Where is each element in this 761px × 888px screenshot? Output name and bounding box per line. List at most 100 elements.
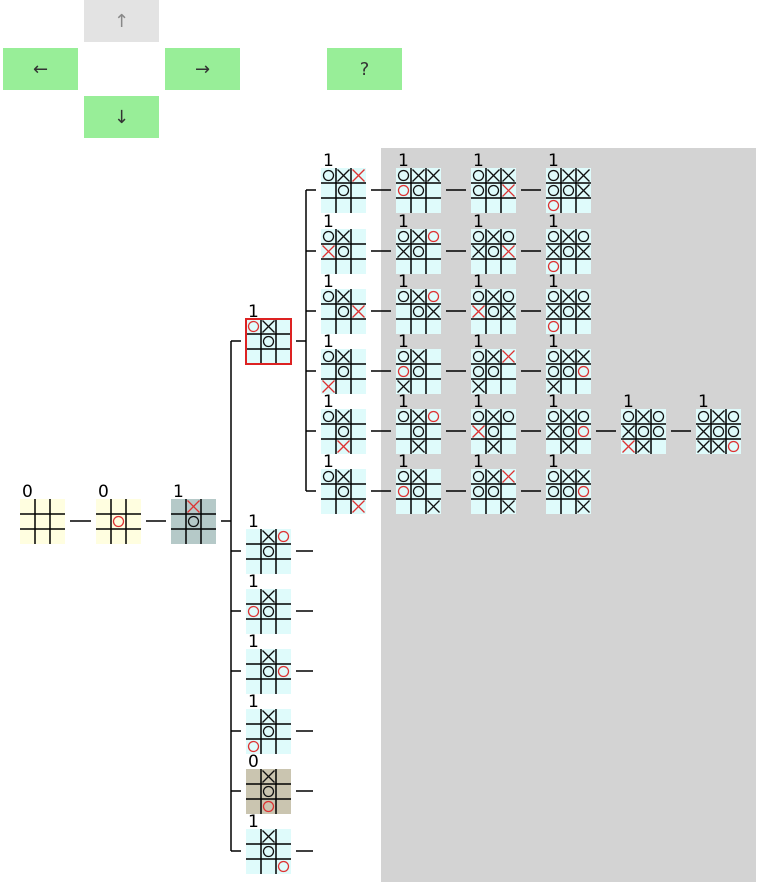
x-mark — [502, 184, 515, 197]
o-mark — [397, 410, 410, 423]
arrow-down-button[interactable]: ↓ — [84, 96, 159, 138]
arrow-up-button: ↑ — [84, 0, 159, 42]
arrow-left-button[interactable]: ← — [3, 48, 78, 90]
o-mark — [397, 290, 410, 303]
x-mark — [322, 245, 335, 258]
o-mark — [262, 605, 275, 618]
o-mark — [337, 485, 350, 498]
x-mark — [337, 470, 350, 483]
o-mark — [337, 365, 350, 378]
board-node[interactable] — [546, 229, 591, 274]
board-node[interactable] — [471, 229, 516, 274]
o-mark — [547, 485, 560, 498]
board-node[interactable] — [396, 349, 441, 394]
x-mark — [412, 169, 425, 182]
board-node[interactable] — [396, 229, 441, 274]
o-mark — [397, 485, 410, 498]
board-node[interactable] — [396, 168, 441, 213]
board-node[interactable] — [396, 289, 441, 334]
o-mark — [577, 410, 590, 423]
board-node[interactable] — [321, 229, 366, 274]
o-mark — [277, 530, 290, 543]
board-node[interactable] — [546, 409, 591, 454]
board-node[interactable] — [246, 709, 291, 754]
o-mark — [547, 260, 560, 273]
board-node[interactable] — [696, 409, 741, 454]
o-mark — [397, 230, 410, 243]
o-mark — [547, 350, 560, 363]
board-node[interactable] — [245, 318, 292, 365]
o-mark — [547, 470, 560, 483]
node-score: 1 — [548, 452, 559, 472]
o-mark — [562, 184, 575, 197]
x-mark — [352, 169, 365, 182]
board-node[interactable] — [246, 589, 291, 634]
board-node[interactable] — [471, 469, 516, 514]
o-mark — [577, 365, 590, 378]
node-score: 0 — [248, 752, 259, 772]
node-score: 1 — [473, 452, 484, 472]
arrow-right-button[interactable]: → — [165, 48, 240, 90]
x-mark — [547, 305, 560, 318]
x-mark — [472, 380, 485, 393]
board-node[interactable] — [96, 499, 141, 544]
board-node[interactable] — [321, 289, 366, 334]
o-mark — [322, 169, 335, 182]
x-mark — [577, 184, 590, 197]
o-mark — [577, 425, 590, 438]
node-score: 1 — [548, 212, 559, 232]
board-node[interactable] — [471, 409, 516, 454]
help-button[interactable]: ? — [327, 48, 402, 90]
node-score: 1 — [548, 392, 559, 412]
board-node[interactable] — [471, 349, 516, 394]
board-node[interactable] — [471, 289, 516, 334]
board-node[interactable] — [546, 469, 591, 514]
node-score: 1 — [548, 332, 559, 352]
x-mark — [577, 245, 590, 258]
x-mark — [412, 410, 425, 423]
node-score: 0 — [22, 482, 33, 502]
o-mark — [472, 230, 485, 243]
o-mark — [562, 245, 575, 258]
board-node[interactable] — [546, 289, 591, 334]
board-node[interactable] — [546, 168, 591, 213]
x-mark — [262, 590, 275, 603]
node-score: 1 — [473, 272, 484, 292]
o-mark — [412, 305, 425, 318]
x-mark — [352, 500, 365, 513]
board-node[interactable] — [396, 469, 441, 514]
x-mark — [502, 305, 515, 318]
o-mark — [322, 230, 335, 243]
node-score: 1 — [323, 151, 334, 171]
board-node[interactable] — [246, 829, 291, 874]
x-mark — [337, 350, 350, 363]
board-node[interactable] — [321, 469, 366, 514]
node-score: 0 — [98, 482, 109, 502]
o-mark — [262, 800, 275, 813]
board-node[interactable] — [20, 499, 65, 544]
o-mark — [487, 184, 500, 197]
board-node[interactable] — [246, 529, 291, 574]
node-score: 1 — [173, 482, 184, 502]
board-node[interactable] — [396, 409, 441, 454]
board-node[interactable] — [546, 349, 591, 394]
o-mark — [262, 785, 275, 798]
x-mark — [562, 169, 575, 182]
o-mark — [502, 290, 515, 303]
board-node[interactable] — [246, 649, 291, 694]
x-mark — [322, 380, 335, 393]
x-mark — [622, 440, 635, 453]
x-mark — [502, 350, 515, 363]
board-node[interactable] — [246, 769, 291, 814]
board-node[interactable] — [321, 349, 366, 394]
o-mark — [487, 365, 500, 378]
x-mark — [487, 470, 500, 483]
o-mark — [412, 365, 425, 378]
o-mark — [547, 290, 560, 303]
board-node[interactable] — [621, 409, 666, 454]
board-node[interactable] — [171, 499, 216, 544]
o-mark — [322, 410, 335, 423]
board-node[interactable] — [471, 168, 516, 213]
board-node[interactable] — [321, 409, 366, 454]
board-node[interactable] — [321, 168, 366, 213]
